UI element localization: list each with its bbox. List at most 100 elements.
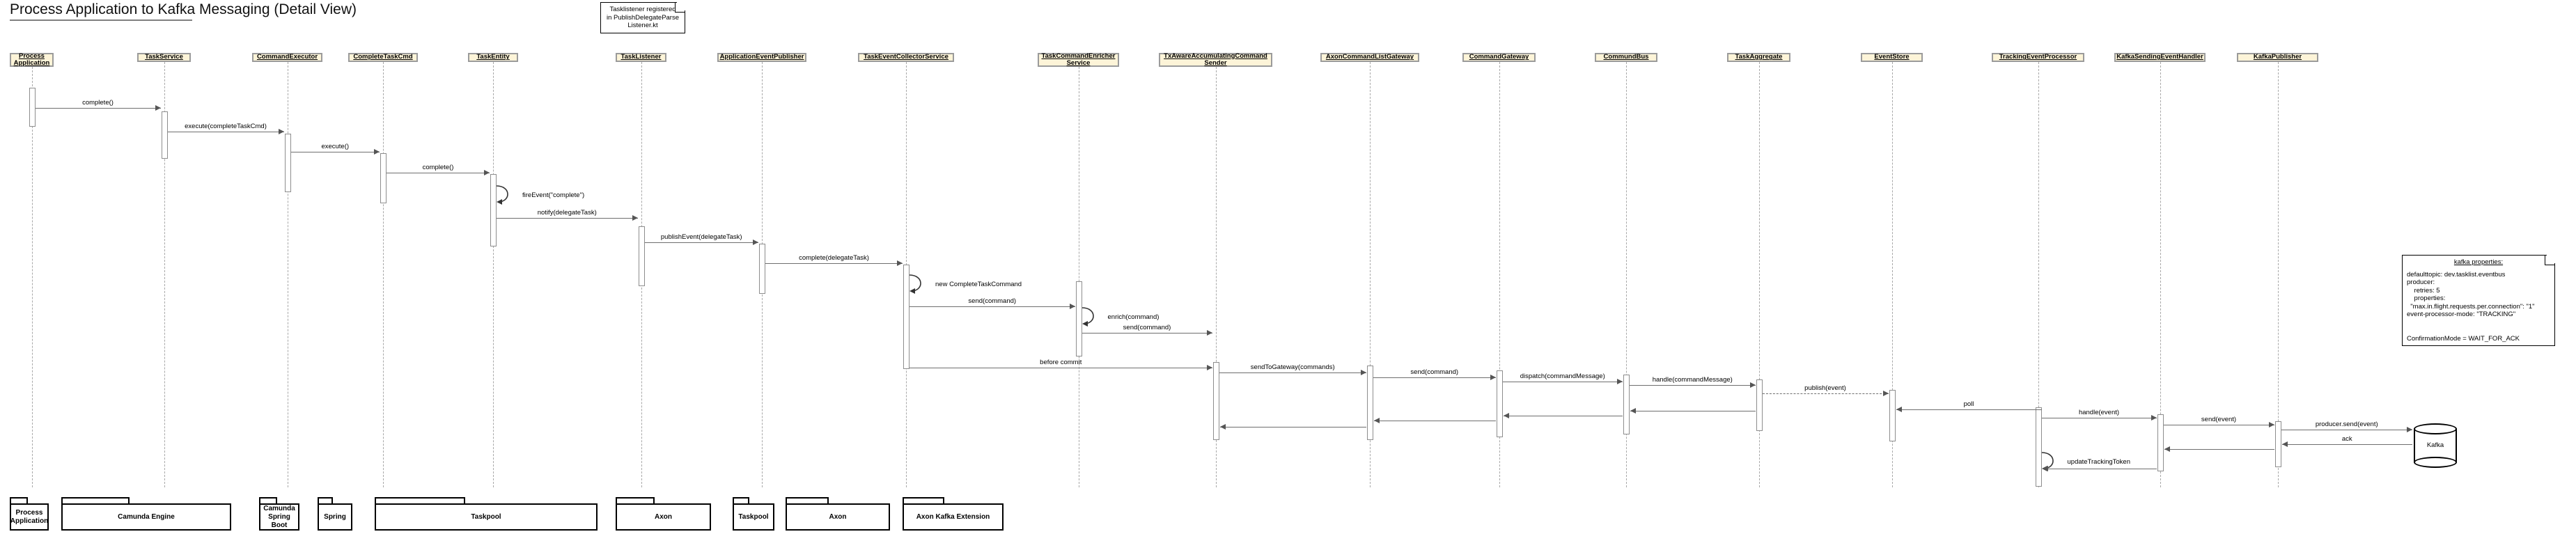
message-m15-line xyxy=(1373,377,1496,378)
package-pkg-camunda-spring-boot[interactable]: Camunda Spring Boot xyxy=(259,497,299,531)
message-label-m13: before commit xyxy=(1040,359,1082,366)
package-body: Camunda Spring Boot xyxy=(259,503,299,531)
lifeline-label: AxonCommandListGateway xyxy=(1325,53,1414,61)
message-m18-line xyxy=(1762,393,1889,394)
lifeline-header-kafka-sending-event-handler[interactable]: KafkaSendingEventHandler xyxy=(2114,53,2206,62)
kafka-db-bottom-ellipse xyxy=(2414,457,2457,468)
package-pkg-axon-kafka-extension[interactable]: Axon Kafka Extension xyxy=(903,497,1004,531)
lifeline-task-entity xyxy=(493,62,494,487)
lifeline-tracking-event-processor xyxy=(2038,62,2039,487)
package-tab xyxy=(259,497,277,504)
message-m24-label: updateTrackingToken xyxy=(2067,458,2130,466)
lifeline-label: TaskEntity xyxy=(476,53,510,61)
message-label-m03: execute() xyxy=(321,143,350,150)
message-m19-arrowhead xyxy=(1896,407,1902,412)
message-label-m04: complete() xyxy=(422,164,454,171)
note-tasklistener-note: Tasklistener registered in PublishDelega… xyxy=(600,2,685,33)
lifeline-header-tracking-event-processor[interactable]: TrackingEventProcessor xyxy=(1992,53,2084,62)
package-tab xyxy=(375,497,465,504)
package-tab xyxy=(786,497,829,504)
message-m03-arrowhead xyxy=(374,149,380,155)
package-tab xyxy=(61,497,130,504)
package-body: Spring xyxy=(318,503,352,531)
lifeline-axon-command-list-gateway xyxy=(1370,62,1371,487)
package-pkg-camunda-engine[interactable]: Camunda Engine xyxy=(61,497,231,531)
package-body: Axon xyxy=(786,503,890,531)
lifeline-header-task-listener[interactable]: TaskListener xyxy=(616,53,666,62)
message-m18-arrowhead xyxy=(1882,391,1889,396)
lifeline-header-task-entity[interactable]: TaskEntity xyxy=(468,53,518,62)
message-m17-arrowhead xyxy=(1749,382,1756,388)
lifeline-header-application-event-publisher[interactable]: ApplicationEventPublisher xyxy=(717,53,806,62)
message-label-m06: notify(delegateTask) xyxy=(537,209,597,217)
package-label: Axon xyxy=(829,512,847,521)
lifeline-header-kafka-publisher[interactable]: KafkaPublisher xyxy=(2237,53,2318,62)
note-fold-corner-icon xyxy=(2545,256,2554,265)
lifeline-label: CommandExecutor xyxy=(256,53,318,61)
activation-bar-task-event-collector-service xyxy=(903,265,910,369)
message-m14-arrowhead xyxy=(1361,370,1366,375)
message-m23-arrowhead xyxy=(2281,441,2288,447)
lifeline-header-commund-bus[interactable]: CommundBus xyxy=(1595,53,1657,62)
message-m09-loop xyxy=(909,274,921,294)
message-label-m16: dispatch(commandMessage) xyxy=(1520,372,1605,380)
activation-bar-task-command-enricher-service xyxy=(1075,281,1082,356)
package-pkg-spring[interactable]: Spring xyxy=(318,497,352,531)
message-m11-loop xyxy=(1082,307,1094,327)
lifeline-label: ApplicationEventPublisher xyxy=(719,53,804,61)
lifeline-header-axon-command-list-gateway[interactable]: AxonCommandListGateway xyxy=(1320,53,1419,62)
lifeline-header-complete-task-cmd[interactable]: CompleteTaskCmd xyxy=(348,53,418,62)
activation-bar-application-event-publisher xyxy=(759,244,765,294)
package-tab xyxy=(616,497,655,504)
message-m01-line xyxy=(35,108,161,109)
lifeline-task-aggregate xyxy=(1758,62,1760,487)
message-m10-arrowhead xyxy=(1069,304,1075,309)
kafka-db-top-ellipse xyxy=(2414,423,2457,434)
package-pkg-taskpool-2[interactable]: Taskpool xyxy=(733,497,774,531)
package-label: Taskpool xyxy=(738,512,769,521)
message-m19-line xyxy=(1896,409,2042,410)
return-r02-arrowhead xyxy=(1374,418,1380,423)
package-body: Taskpool xyxy=(375,503,598,531)
note-fold-corner-icon xyxy=(675,3,685,13)
lifeline-header-command-gateway[interactable]: CommandGateway xyxy=(1462,53,1536,62)
lifeline-kafka-sending-event-handler xyxy=(2160,62,2161,487)
message-label-m22: producer.send(event) xyxy=(2315,421,2378,428)
message-label-m12: send(command) xyxy=(1123,324,1171,331)
lifeline-label: TxAwareAccumulatingCommand xyxy=(1164,52,1267,60)
activation-bar-event-store xyxy=(1889,390,1896,441)
lifeline-label: TaskListener xyxy=(620,53,662,61)
package-label: Camunda Engine xyxy=(118,512,175,521)
message-m02-arrowhead xyxy=(278,129,284,134)
message-label-m02: execute(completeTaskCmd) xyxy=(185,123,267,130)
lifeline-header-task-aggregate[interactable]: TaskAggregate xyxy=(1727,53,1790,62)
message-m05-label: fireEvent("complete") xyxy=(522,191,585,199)
message-m12-arrowhead xyxy=(1206,330,1212,336)
lifeline-header-event-store[interactable]: EventStore xyxy=(1861,53,1923,62)
package-pkg-axon-2[interactable]: Axon xyxy=(786,497,890,531)
package-pkg-taskpool-1[interactable]: Taskpool xyxy=(375,497,598,531)
lifeline-label: CompleteTaskCmd xyxy=(353,53,413,61)
package-tab xyxy=(903,497,944,504)
lifeline-label: Process xyxy=(19,52,45,60)
return-r04-arrowhead xyxy=(1630,408,1636,414)
lifeline-label: KafkaPublisher xyxy=(2253,53,2302,61)
lifeline-commund-bus xyxy=(1626,62,1627,487)
note-title: kafka properties: xyxy=(2453,258,2504,266)
message-m14-line xyxy=(1219,372,1366,373)
package-body: Camunda Engine xyxy=(61,503,231,531)
lifeline-header-task-service[interactable]: TaskService xyxy=(137,53,191,62)
message-m11-label: enrich(command) xyxy=(1107,313,1160,321)
package-pkg-axon-1[interactable]: Axon xyxy=(616,497,711,531)
lifeline-complete-task-cmd xyxy=(383,62,384,487)
lifeline-header-command-executor[interactable]: CommandExecutor xyxy=(252,53,322,62)
activation-bar-commund-bus xyxy=(1623,375,1630,434)
package-tab xyxy=(10,497,28,504)
package-label: Camunda Spring Boot xyxy=(263,504,295,529)
lifeline-header-task-event-collector-service[interactable]: TaskEventCollectorService xyxy=(858,53,954,62)
